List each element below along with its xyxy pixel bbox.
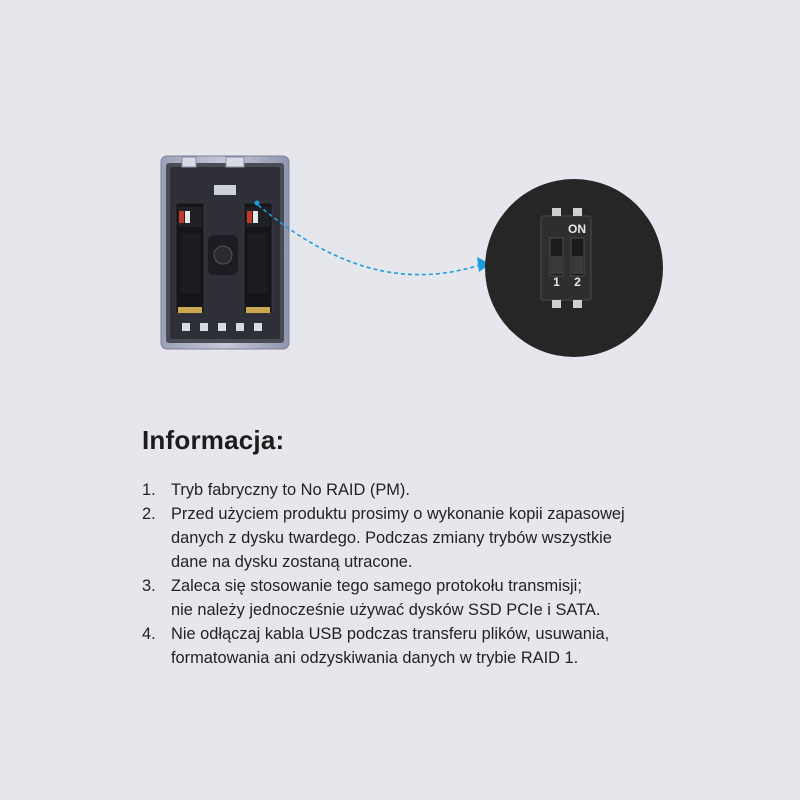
dip-switch-zoom: ON 1 2 bbox=[484, 178, 664, 358]
list-item-text: Tryb fabryczny to No RAID (PM). bbox=[171, 481, 410, 499]
ssd-left bbox=[175, 202, 205, 314]
list-item-text: dane na dysku zostaną utracone. bbox=[171, 553, 413, 571]
list-item-text: Zaleca się stosowanie tego samego protok… bbox=[171, 577, 582, 595]
list-item-number: 2. bbox=[142, 505, 156, 523]
list-item-number: 4. bbox=[142, 625, 156, 643]
list-item-text: Przed użyciem produktu prosimy o wykonan… bbox=[171, 505, 625, 523]
list-item: 2. Przed użyciem produktu prosimy o wyko… bbox=[142, 502, 722, 574]
ssd-right bbox=[243, 202, 273, 314]
list-item: 3. Zaleca się stosowanie tego samego pro… bbox=[142, 574, 722, 622]
list-item-number: 1. bbox=[142, 481, 156, 499]
list-item-text: Nie odłączaj kabla USB podczas transferu… bbox=[171, 625, 610, 643]
dip-on-label: ON bbox=[568, 222, 586, 236]
info-section: Informacja: 1. Tryb fabryczny to No RAID… bbox=[142, 425, 722, 670]
list-item-number: 3. bbox=[142, 577, 156, 595]
dip-switch-2-label: 2 bbox=[574, 275, 581, 289]
info-list: 1. Tryb fabryczny to No RAID (PM). 2. Pr… bbox=[142, 478, 722, 670]
dip-switch-1-label: 1 bbox=[553, 275, 560, 289]
list-item: 4. Nie odłączaj kabla USB podczas transf… bbox=[142, 622, 722, 670]
list-item: 1. Tryb fabryczny to No RAID (PM). bbox=[142, 478, 722, 502]
info-title: Informacja: bbox=[142, 425, 285, 455]
ssd-enclosure-image bbox=[160, 155, 290, 350]
list-item-text: nie należy jednocześnie używać dysków SS… bbox=[171, 601, 601, 619]
list-item-text: formatowania ani odzyskiwania danych w t… bbox=[171, 649, 579, 667]
list-item-text: danych z dysku twardego. Podczas zmiany … bbox=[171, 529, 612, 547]
